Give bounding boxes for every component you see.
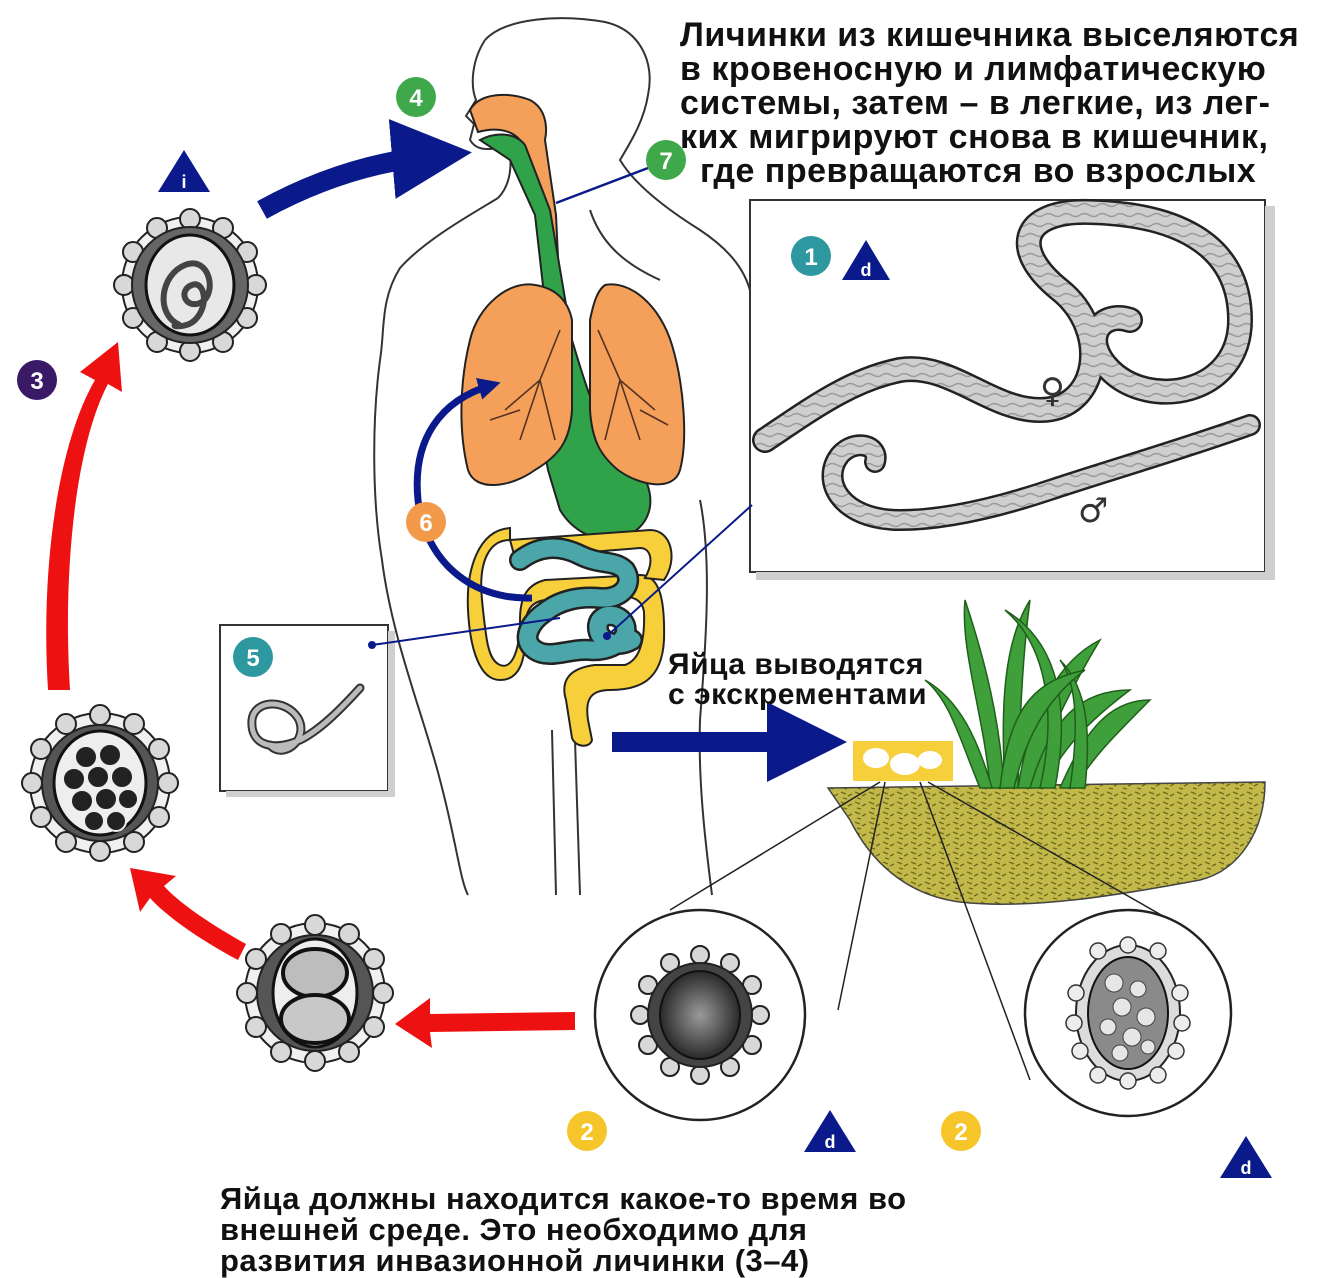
stage-badge-6: 6: [406, 502, 446, 542]
migration-caption-line-1: Личинки из кишечника выселяются: [680, 18, 1299, 52]
feces: [852, 740, 954, 782]
excretion-caption-line-2: с экскрементами: [668, 680, 927, 710]
svg-text:5: 5: [246, 645, 259, 672]
svg-text:2: 2: [954, 1119, 967, 1146]
egg-two-cell-stage: [237, 915, 393, 1071]
svg-text:d: d: [861, 260, 872, 280]
grass: [925, 600, 1150, 788]
stage-badge-2b: 2: [941, 1111, 981, 1151]
infective-stage-marker: i: [158, 150, 210, 192]
stage-badge-5: 5: [233, 637, 273, 677]
migration-caption-line-3: системы, затем – в легкие, из лег-: [680, 86, 1299, 120]
environment-caption-line-2: внешней среде. Это необходимо для: [220, 1214, 907, 1245]
environment-caption-line-1: Яйца должны находится какое-то время во: [220, 1183, 907, 1214]
environment-caption: Яйца должны находится какое-то время во …: [220, 1183, 907, 1276]
male-symbol: ♂: [1078, 491, 1108, 531]
egg-with-larva: [114, 209, 266, 361]
environment-caption-line-3: развития инвазионной личинки (3–4): [220, 1245, 907, 1276]
stage-badge-2a: 2: [567, 1111, 607, 1151]
esophagus-pointer: [556, 168, 648, 203]
magnified-unfertilized-egg: [1025, 910, 1231, 1116]
svg-text:2: 2: [580, 1119, 593, 1146]
magnified-fertilized-egg: [595, 910, 805, 1120]
svg-text:i: i: [181, 172, 186, 192]
migration-caption-line-2: в кровеносную и лимфатическую: [680, 52, 1299, 86]
svg-text:4: 4: [409, 85, 423, 112]
migration-caption-line-4: ких мигрируют снова в кишечник,: [680, 120, 1299, 154]
soil: [828, 782, 1265, 904]
ingestion-arrow: [262, 155, 440, 210]
stage-badge-3: 3: [17, 360, 57, 400]
stage-badge-4: 4: [396, 77, 436, 117]
egg-morula-stage: [22, 705, 178, 861]
migration-caption: Личинки из кишечника выселяются в кровен…: [680, 18, 1299, 188]
female-symbol: ♀: [1040, 371, 1065, 411]
excretion-caption: Яйца выводятся с экскрементами: [668, 650, 927, 710]
excretion-caption-line-1: Яйца выводятся: [668, 650, 927, 680]
diagnostic-stage-marker-egg-2: d: [1220, 1136, 1272, 1178]
diagnostic-stage-marker-egg-1: d: [804, 1110, 856, 1152]
stage-badge-1: 1: [791, 236, 831, 276]
svg-text:d: d: [1241, 1158, 1252, 1178]
svg-text:3: 3: [30, 368, 43, 395]
migration-caption-line-5: где превращаются во взрослых: [700, 154, 1299, 188]
svg-text:6: 6: [419, 510, 432, 537]
svg-text:d: d: [825, 1132, 836, 1152]
svg-text:7: 7: [659, 148, 672, 175]
svg-text:1: 1: [804, 244, 817, 271]
